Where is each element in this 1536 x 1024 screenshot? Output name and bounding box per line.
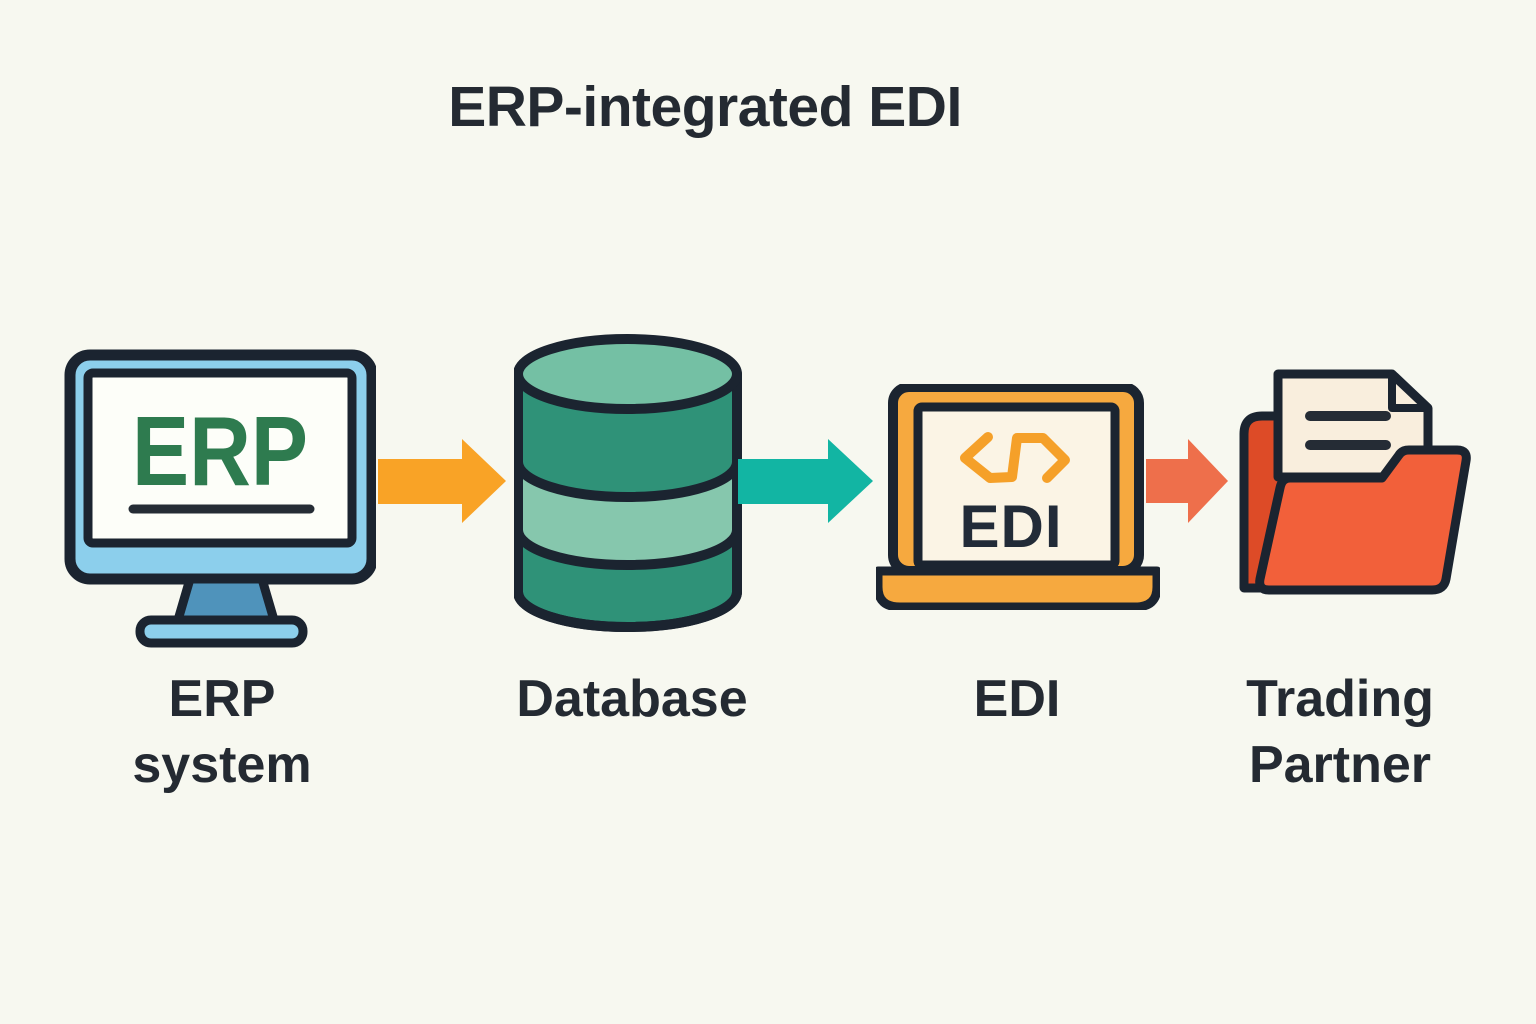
label-line: Trading	[1246, 670, 1434, 728]
cylinder-middle-band	[518, 462, 737, 565]
label-line: ERP	[168, 670, 276, 728]
document-fold-corner	[1388, 370, 1432, 412]
laptop-code-icon: EDI	[876, 384, 1160, 610]
desktop-monitor-icon: ERP	[64, 349, 376, 648]
label-line: system	[132, 736, 312, 794]
label-trading-partner: Trading Partner	[1180, 666, 1500, 798]
laptop-screen	[913, 402, 1120, 570]
cylinder-top	[514, 334, 742, 414]
folder-front	[1255, 445, 1471, 595]
monitor-base	[135, 615, 308, 648]
cylinder-separator-top	[514, 461, 742, 502]
arrow-edi-to-trading-partner	[1146, 437, 1230, 525]
monitor-screen-text: ERP	[132, 396, 308, 506]
label-line: Partner	[1248, 736, 1432, 794]
arrow-shaft	[1146, 459, 1188, 503]
arrow-shaft	[378, 459, 462, 504]
arrow-head	[462, 439, 506, 523]
code-brackets-icon	[960, 432, 1070, 483]
laptop-screen-text: EDI	[959, 493, 1062, 560]
node-trading-partner	[1232, 364, 1472, 596]
node-erp-system: ERP	[64, 348, 376, 648]
diagram-title: ERP-integrated EDI	[448, 75, 962, 139]
node-edi: EDI	[876, 384, 1160, 610]
label-database: Database	[472, 666, 792, 732]
arrow-erp-to-database	[378, 436, 508, 526]
arrow-database-to-edi	[738, 436, 875, 526]
label-erp-system: ERP system	[62, 666, 382, 798]
open-folder-document-icon	[1239, 369, 1471, 595]
cylinder-outline	[514, 374, 742, 632]
arrow-head	[828, 439, 873, 523]
monitor-stand	[173, 574, 279, 625]
monitor-screen	[83, 368, 357, 548]
laptop-base	[876, 566, 1160, 610]
label-line: Database	[516, 670, 748, 728]
arrow-head	[1188, 439, 1228, 523]
cylinder-separator-bottom	[514, 529, 742, 570]
arrow-shaft	[738, 459, 828, 504]
label-edi: EDI	[857, 666, 1177, 732]
label-line: EDI	[973, 670, 1061, 728]
right-arrow-icon	[738, 439, 873, 523]
node-database	[514, 334, 742, 632]
database-cylinder-icon	[514, 334, 742, 632]
right-arrow-icon	[1146, 439, 1228, 523]
right-arrow-icon	[378, 439, 506, 523]
